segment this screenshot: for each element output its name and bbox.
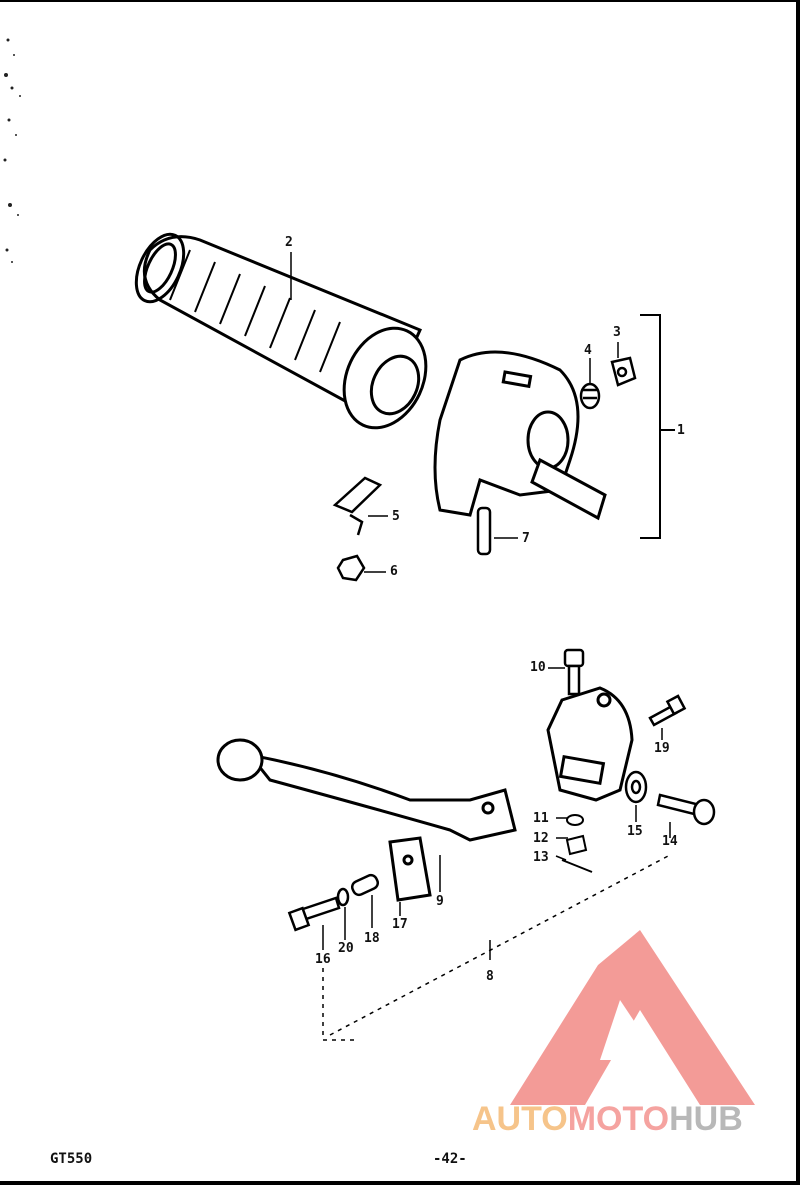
leader-lines-bottom [322, 667, 671, 1041]
callout-14: 14 [662, 834, 678, 849]
bolt-part-14-icon [656, 793, 716, 826]
scan-noise [3, 38, 21, 263]
throttle-grip-icon [134, 232, 428, 430]
callout-3: 3 [613, 325, 621, 340]
bolt-part-10-icon [563, 648, 585, 696]
switch-housing-icon [433, 350, 607, 521]
callout-17: 17 [392, 917, 408, 932]
frame-bottom-edge [0, 1181, 800, 1185]
model-label: GT550 [50, 1151, 93, 1167]
callout-11: 11 [533, 811, 549, 826]
clip-part-5-icon [332, 476, 383, 536]
logo-icon [510, 930, 755, 1105]
callout-15: 15 [627, 824, 643, 839]
bracket-item-1 [640, 314, 675, 539]
watermark-hub: HUB [669, 1100, 743, 1138]
callout-4: 4 [584, 343, 592, 358]
callout-20: 20 [338, 941, 354, 956]
block-part-17-icon [388, 836, 432, 902]
screw-part-3-icon [610, 356, 637, 387]
callout-19: 19 [654, 741, 670, 756]
callout-6: 6 [390, 564, 398, 579]
watermark-brand: AUTOMOTOHUB [472, 1100, 743, 1139]
callout-12: 12 [533, 831, 549, 846]
lever-bracket-icon [546, 686, 634, 802]
nut-icon [336, 554, 366, 582]
callout-8: 8 [486, 969, 494, 984]
clutch-lever-icon [216, 738, 517, 842]
page-number: -42- [433, 1151, 467, 1167]
callout-5: 5 [392, 509, 400, 524]
screw-part-19-icon [648, 694, 687, 727]
bolt-icon [287, 896, 341, 932]
washer-part-20-icon [336, 887, 350, 907]
watermark-auto: AUTO [472, 1100, 568, 1138]
callout-13: 13 [533, 850, 549, 865]
washer-part-15-icon [624, 770, 648, 804]
pin-part-18-icon [350, 873, 380, 897]
pin-part-7-icon [476, 506, 492, 556]
frame-top-edge [0, 0, 800, 2]
callout-10: 10 [530, 660, 546, 675]
callout-2: 2 [285, 235, 293, 250]
leader-lines-top [290, 252, 619, 573]
callout-9: 9 [436, 894, 444, 909]
callout-7: 7 [522, 531, 530, 546]
callout-16: 16 [315, 952, 331, 967]
callout-1: 1 [677, 423, 685, 438]
callout-18: 18 [364, 931, 380, 946]
frame-right-edge [796, 0, 800, 1185]
spring-part-4-icon [579, 382, 601, 410]
watermark-moto: MOTO [567, 1100, 670, 1138]
small-hardware-icon [561, 814, 593, 873]
